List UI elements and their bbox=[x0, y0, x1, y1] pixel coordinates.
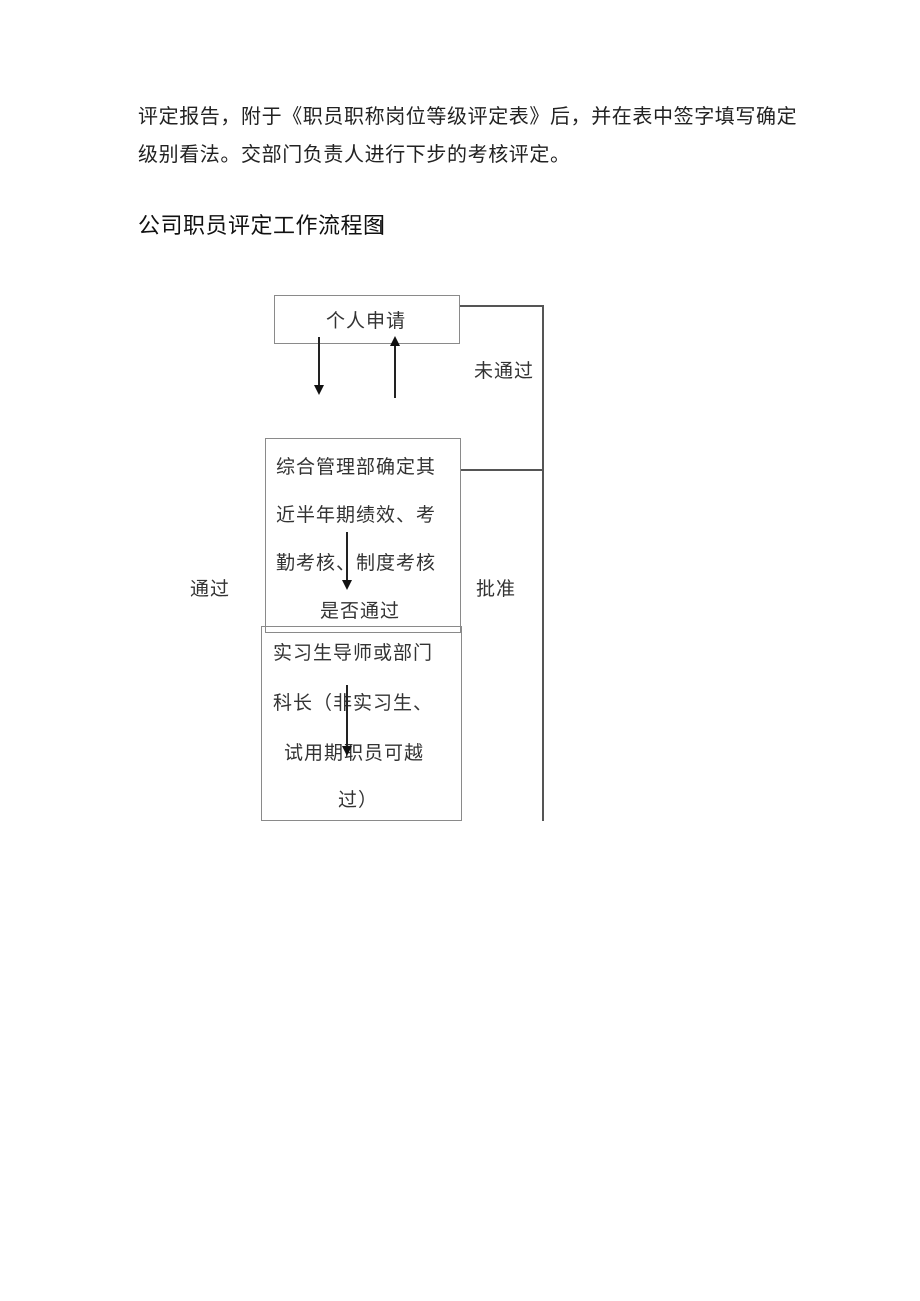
flow-box-mentor-line-1: 实习生导师或部门 bbox=[273, 642, 434, 664]
text-cursor bbox=[380, 220, 382, 233]
flow-box-apply-text: 个人申请 bbox=[326, 310, 407, 332]
connector-mid-horizontal bbox=[461, 469, 543, 471]
flow-box-review-line-4: 是否通过 bbox=[320, 600, 401, 622]
arrow-up-line bbox=[394, 346, 396, 398]
arrow-down-icon-3 bbox=[342, 746, 352, 756]
flow-box-mentor bbox=[261, 626, 462, 821]
flow-box-mentor-line-2: 科长（非实习生、 bbox=[273, 692, 434, 714]
paragraph-line-2: 级别看法。交部门负责人进行下步的考核评定。 bbox=[138, 142, 571, 166]
section-heading: 公司职员评定工作流程图 bbox=[138, 214, 386, 239]
arrow-down-icon-2 bbox=[342, 580, 352, 590]
connector-right-vertical bbox=[542, 305, 544, 821]
arrow-down-line-2 bbox=[346, 532, 348, 580]
flow-box-mentor-line-4: 过） bbox=[338, 789, 379, 811]
flow-box-mentor-line-3: 试用期职员可越 bbox=[284, 742, 425, 764]
flow-box-review-line-2: 近半年期绩效、考 bbox=[276, 504, 437, 526]
flow-box-apply bbox=[274, 295, 460, 344]
arrow-down-icon bbox=[314, 385, 324, 395]
connector-top-horizontal bbox=[460, 305, 544, 307]
flow-box-review-line-1: 综合管理部确定其 bbox=[276, 456, 437, 478]
flow-box-review-line-3: 勤考核、制度考核 bbox=[276, 552, 437, 574]
arrow-up-icon bbox=[390, 336, 400, 346]
label-passed: 通过 bbox=[190, 578, 231, 600]
label-not-passed: 未通过 bbox=[474, 360, 535, 382]
flow-box-review bbox=[265, 438, 461, 633]
arrow-down-line-3 bbox=[346, 685, 348, 747]
paragraph-line-1: 评定报告，附于《职员职称岗位等级评定表》后，并在表中签字填写确定 bbox=[138, 104, 798, 128]
arrow-down-line bbox=[318, 337, 320, 385]
label-approved: 批准 bbox=[476, 578, 517, 600]
